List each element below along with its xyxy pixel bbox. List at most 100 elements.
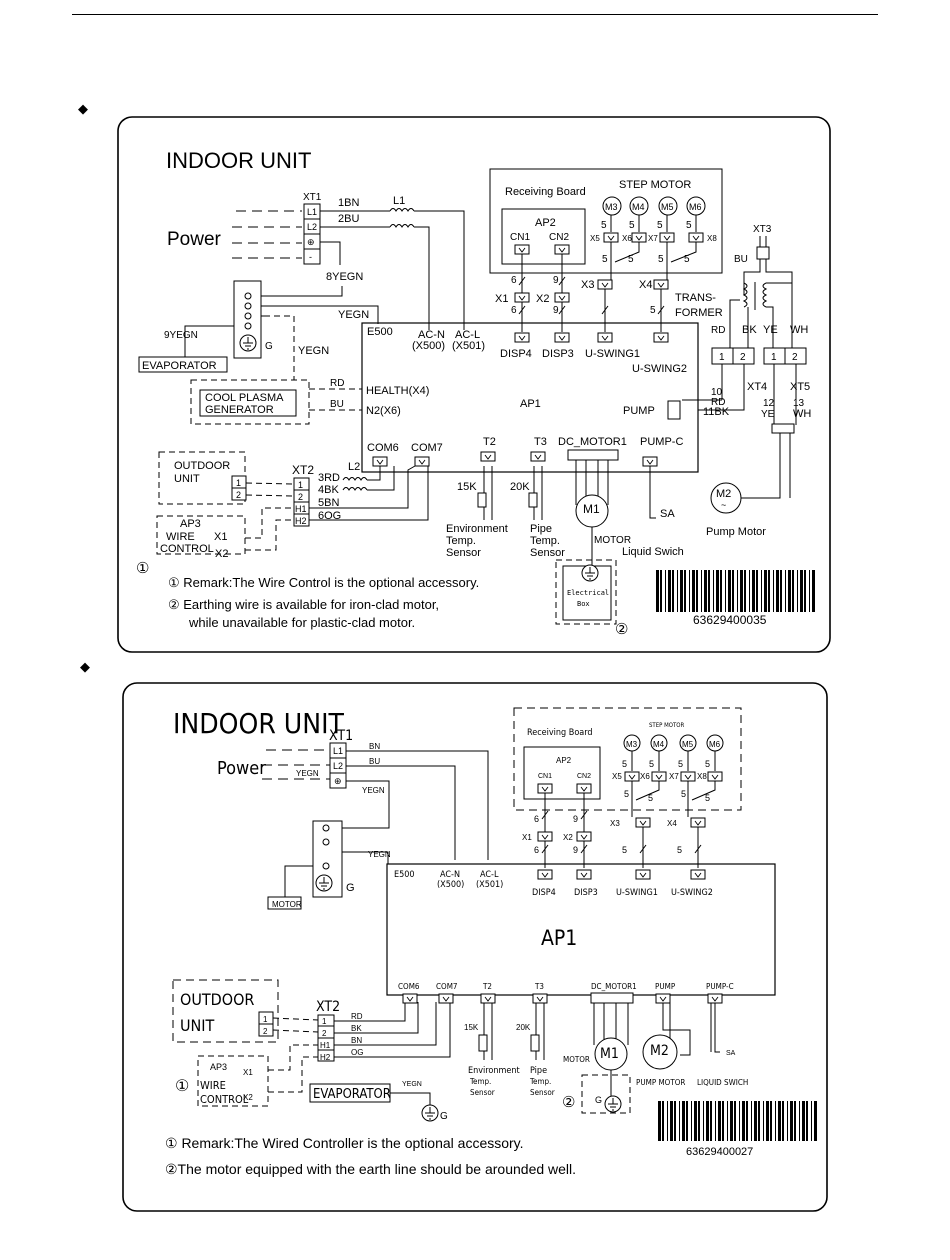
health-label: HEALTH(X4) bbox=[366, 385, 429, 397]
xt2-label-2: XT2 bbox=[316, 999, 340, 1015]
env-sensor-3: Sensor bbox=[446, 547, 481, 559]
n6-2: 6 bbox=[534, 845, 539, 855]
env-sensor-element bbox=[477, 492, 487, 508]
bullet-diagram-2: ◆ bbox=[80, 659, 90, 674]
wire-11bk: 11BK bbox=[703, 406, 730, 418]
cool-plasma-line2: GENERATOR bbox=[205, 404, 274, 416]
x2-label: X2 bbox=[536, 293, 549, 305]
motor-m5: M5 bbox=[661, 202, 674, 212]
wire-wh: WH bbox=[793, 408, 811, 420]
n5-2: 5 bbox=[622, 759, 627, 769]
ap3-x1: X1 bbox=[214, 531, 227, 543]
evaporator-box: EVAPORATOR bbox=[142, 360, 217, 372]
ap1-label: AP1 bbox=[520, 398, 541, 410]
wire-bu-2: BU bbox=[369, 757, 380, 766]
wire-4bk: 4BK bbox=[318, 484, 339, 496]
wire-12: 12 bbox=[763, 398, 775, 409]
fan-motor-m1-2 bbox=[594, 1037, 628, 1071]
cool-plasma-generator bbox=[199, 389, 297, 417]
outdoor-line2-2: UNIT bbox=[180, 1016, 215, 1035]
wire-yegn-2: YEGN bbox=[362, 786, 385, 795]
xt2-term-2: H2 bbox=[320, 1053, 331, 1062]
t3-2: T3 bbox=[534, 982, 544, 991]
circle-1-marker-2: ① bbox=[175, 1078, 189, 1095]
rd-label: RD bbox=[711, 325, 725, 336]
l1-label: L1 bbox=[393, 195, 405, 207]
bullet-diagram-1: ◆ bbox=[78, 101, 88, 116]
ap3-line1: AP3 bbox=[180, 518, 201, 530]
outdoor-line1: OUTDOOR bbox=[174, 460, 230, 472]
x6-2: X6 bbox=[640, 772, 650, 781]
cool-plasma-line1: COOL PLASMA bbox=[205, 392, 284, 404]
ap2-board bbox=[501, 208, 586, 265]
n5: 5 bbox=[658, 254, 664, 265]
cn1-label-2: CN1 bbox=[538, 773, 552, 780]
xt1-term: - bbox=[309, 252, 312, 262]
wire-bn-2: BN bbox=[369, 742, 380, 751]
t3-label: T3 bbox=[534, 436, 547, 448]
pump-motor-label: Pump Motor bbox=[706, 526, 766, 538]
wire-bn-xt2: BN bbox=[351, 1036, 362, 1045]
pump-c-label: PUMP-C bbox=[640, 436, 683, 448]
ac-l-2: AC-L bbox=[480, 870, 499, 880]
yegn-label-2: YEGN bbox=[298, 345, 329, 357]
pipe-sensor-2-2: Temp. bbox=[529, 1077, 551, 1086]
x1-2: X1 bbox=[522, 833, 532, 842]
xt1-terminal-block: L1 L2 ⊕ - bbox=[303, 203, 321, 265]
m2-label-2: M2 bbox=[650, 1043, 669, 1059]
receiving-board-2 bbox=[513, 707, 742, 811]
power-dashed-lines bbox=[232, 210, 302, 259]
outdoor-line1-2: OUTDOOR bbox=[180, 990, 254, 1009]
x8-label: X8 bbox=[707, 234, 717, 243]
wire-13: 13 bbox=[793, 398, 805, 409]
xt1-term-2: ⊕ bbox=[334, 776, 342, 786]
circle-2-marker-2: ② bbox=[562, 1094, 575, 1111]
n5-2: 5 bbox=[705, 759, 710, 769]
wire-3rd: 3RD bbox=[318, 472, 340, 484]
env-sensor-2: Temp. bbox=[446, 535, 476, 547]
wire-rd-2: RD bbox=[351, 1012, 363, 1021]
m1-label-2: M1 bbox=[600, 1046, 619, 1062]
xt2-term: H1 bbox=[295, 504, 307, 514]
pump-motor-m2-2 bbox=[642, 1034, 678, 1070]
com7-label: COM7 bbox=[411, 442, 443, 454]
xt3-label: XT3 bbox=[753, 224, 772, 235]
motor-label: MOTOR bbox=[594, 535, 631, 546]
xt4-t2: 2 bbox=[740, 352, 746, 363]
power-label-2: Power bbox=[217, 758, 266, 779]
wire-5bn: 5BN bbox=[318, 497, 339, 509]
motor-m4-2: M4 bbox=[653, 740, 665, 749]
xt2-term: 2 bbox=[298, 492, 303, 502]
wire-8yegn: 8YEGN bbox=[326, 271, 363, 283]
motor-label-2: MOTOR bbox=[563, 1055, 590, 1064]
xt1-term-2: L2 bbox=[333, 761, 343, 771]
bu-label: BU bbox=[734, 254, 748, 265]
xt2-term: 1 bbox=[298, 480, 303, 490]
wire-rd-health: RD bbox=[330, 378, 344, 389]
step-motors: M3 M4 M5 M6 bbox=[602, 196, 706, 216]
cn2-label-2: CN2 bbox=[577, 773, 591, 780]
remark-2-2: ②The motor equipped with the earth line … bbox=[165, 1161, 576, 1177]
t2-label: T2 bbox=[483, 436, 496, 448]
wh-label: WH bbox=[790, 324, 808, 336]
xt2-term: H2 bbox=[295, 516, 307, 526]
xt2-label: XT2 bbox=[292, 463, 314, 477]
barcode-2 bbox=[658, 1101, 817, 1141]
sa-label-2: SA bbox=[726, 1050, 736, 1057]
sa-label: SA bbox=[660, 508, 675, 520]
ap3-2-line1: AP3 bbox=[210, 1062, 227, 1072]
yegn-2b: YEGN bbox=[368, 850, 391, 859]
diagram2-frame bbox=[122, 682, 828, 1212]
20k-2: 20K bbox=[516, 1023, 531, 1032]
m1-label: M1 bbox=[583, 502, 600, 516]
xt5-t2: 2 bbox=[792, 352, 798, 363]
ye-label: YE bbox=[763, 324, 778, 336]
ground-terminal-2 bbox=[312, 820, 343, 898]
n5: 5 bbox=[602, 254, 608, 265]
n5: 5 bbox=[686, 220, 692, 231]
remark-1-2: ① Remark:The Wired Controller is the opt… bbox=[165, 1135, 524, 1151]
n5-2: 5 bbox=[677, 845, 682, 855]
